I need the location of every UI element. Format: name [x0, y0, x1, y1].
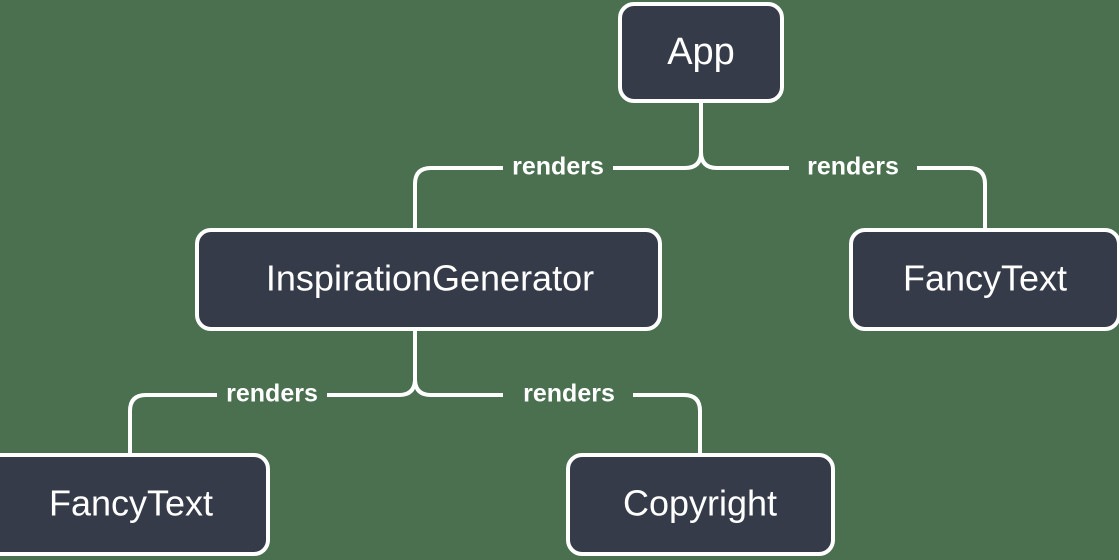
- node-fancytext-bottom-box[interactable]: [0, 453, 270, 556]
- edge-path-inspiration-copyright-tail: [633, 393, 702, 455]
- node-app-label: App: [667, 31, 735, 73]
- edge-label-inspiration-fancytext-bottom: renders: [226, 380, 318, 408]
- node-fancytext-bottom-label: FancyText: [49, 483, 213, 524]
- edge-path-inspiration-fancytext-bottom: [327, 329, 417, 397]
- node-inspiration-generator[interactable]: InspirationGenerator: [195, 228, 662, 331]
- edge-path-inspiration-copyright: [413, 378, 503, 397]
- edge-path-app-fancytext-right: [699, 151, 789, 170]
- edge-inspiration-to-fancytext-bottom: renders: [128, 329, 417, 455]
- node-app[interactable]: App: [618, 2, 784, 103]
- node-inspiration-generator-label: InspirationGenerator: [266, 258, 594, 299]
- node-fancytext-right-label: FancyText: [903, 258, 1067, 299]
- edge-app-to-inspiration-generator: renders: [413, 100, 703, 230]
- edge-label-inspiration-copyright: renders: [523, 380, 615, 408]
- edge-label-app-inspiration: renders: [512, 153, 604, 181]
- node-inspiration-generator-box[interactable]: [195, 228, 662, 331]
- edge-label-app-fancytext-right: renders: [807, 153, 899, 181]
- edge-path-app-inspiration: [613, 100, 703, 170]
- node-copyright-label: Copyright: [623, 483, 777, 524]
- edge-inspiration-to-copyright: renders: [413, 378, 702, 455]
- node-app-box[interactable]: [618, 2, 784, 103]
- edge-app-to-fancytext-right: renders: [699, 151, 987, 230]
- node-fancytext-right-box[interactable]: [849, 228, 1119, 331]
- node-fancytext-bottom[interactable]: FancyText: [0, 453, 270, 556]
- edge-path-app-inspiration-left: [413, 166, 503, 230]
- node-fancytext-right[interactable]: FancyText: [849, 228, 1119, 331]
- node-copyright[interactable]: Copyright: [566, 453, 835, 556]
- edge-path-inspiration-fancytext-bottom-tail: [128, 393, 217, 455]
- edge-path-app-fancytext-right-tail: [917, 166, 987, 230]
- node-copyright-box[interactable]: [566, 453, 835, 556]
